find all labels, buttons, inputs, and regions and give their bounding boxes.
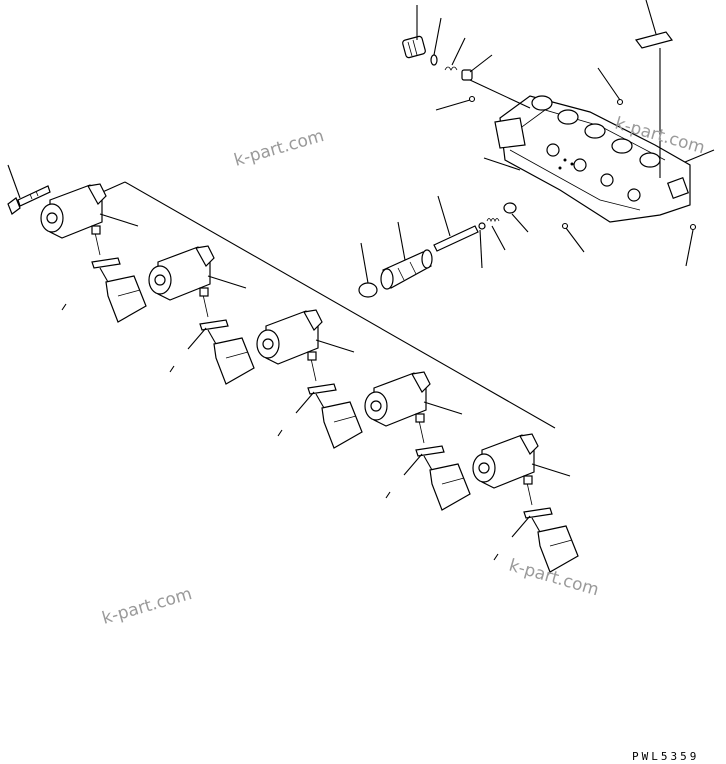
solenoid-3	[256, 309, 363, 449]
drawing-code: PWL5359	[632, 750, 699, 763]
spool-parts	[358, 195, 529, 298]
valve-body	[494, 95, 691, 223]
plug-parts	[402, 5, 531, 109]
solenoid-5	[472, 433, 579, 573]
watermark-4: k-part.com	[100, 584, 194, 629]
solenoid-1	[40, 183, 147, 323]
main-leader	[124, 181, 556, 429]
solenoid-2	[148, 245, 255, 385]
watermark-1: k-part.com	[232, 126, 326, 171]
solenoid-4	[364, 371, 471, 511]
body-leaders	[435, 48, 715, 267]
bolt	[7, 164, 51, 215]
name-plate	[634, 0, 674, 49]
